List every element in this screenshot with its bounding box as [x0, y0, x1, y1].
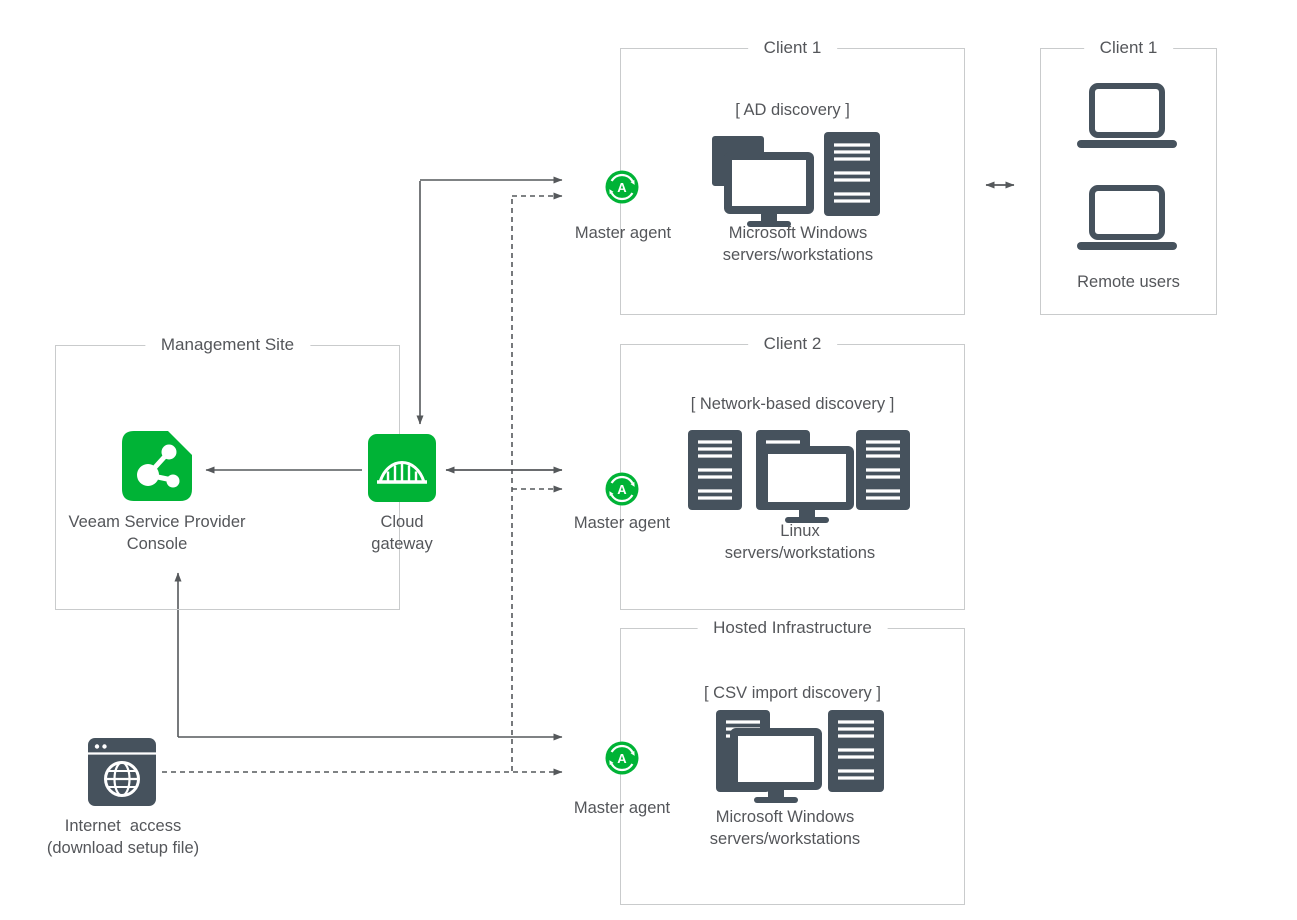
internet-access-sublabel: (download setup file) — [46, 839, 200, 857]
internet-access-icon — [88, 738, 156, 806]
linux-servers-icon — [688, 430, 923, 528]
cloud-gateway-label: Cloud gateway — [371, 513, 433, 553]
svg-text:A: A — [617, 482, 627, 497]
master-agent3-icon: A — [604, 740, 640, 776]
vspc-icon — [122, 431, 192, 501]
client1-caption: Microsoft Windows servers/workstations — [722, 224, 874, 264]
hosted-caption: Microsoft Windows servers/workstations — [709, 808, 861, 848]
hosted-infrastructure-title: Hosted Infrastructure — [697, 618, 888, 638]
remote-client1-box: Client 1 — [1040, 38, 1217, 315]
hosted-windows-servers-icon — [716, 710, 886, 806]
client2-discovery-label: [ Network-based discovery ] — [690, 395, 895, 413]
laptop-icon — [1075, 82, 1179, 152]
hosted-discovery-label: [ CSV import discovery ] — [704, 684, 881, 702]
internet-access-label: Internet access — [64, 817, 182, 835]
remote-client1-title: Client 1 — [1083, 38, 1174, 58]
client1-discovery-label: [ AD discovery ] — [735, 101, 850, 119]
management-site-title: Management Site — [144, 335, 311, 355]
management-site-box: Management Site — [55, 335, 400, 610]
master-agent3-label: Master agent — [573, 799, 671, 817]
client1-title: Client 1 — [747, 38, 838, 58]
cloud-gateway-icon — [368, 434, 436, 502]
client2-caption: Linux servers/workstations — [724, 522, 876, 562]
master-agent2-icon: A — [604, 471, 640, 507]
svg-text:A: A — [617, 180, 627, 195]
client2-title: Client 2 — [747, 334, 838, 354]
vspc-label: Veeam Service Provider Console — [68, 513, 246, 553]
master-agent2-label: Master agent — [573, 514, 671, 532]
svg-text:A: A — [617, 751, 627, 766]
master-agent1-label: Master agent — [574, 224, 672, 242]
master-agent1-icon: A — [604, 169, 640, 205]
remote-users-caption: Remote users — [1077, 273, 1180, 291]
windows-servers-icon — [712, 132, 882, 228]
laptop-icon — [1075, 184, 1179, 254]
